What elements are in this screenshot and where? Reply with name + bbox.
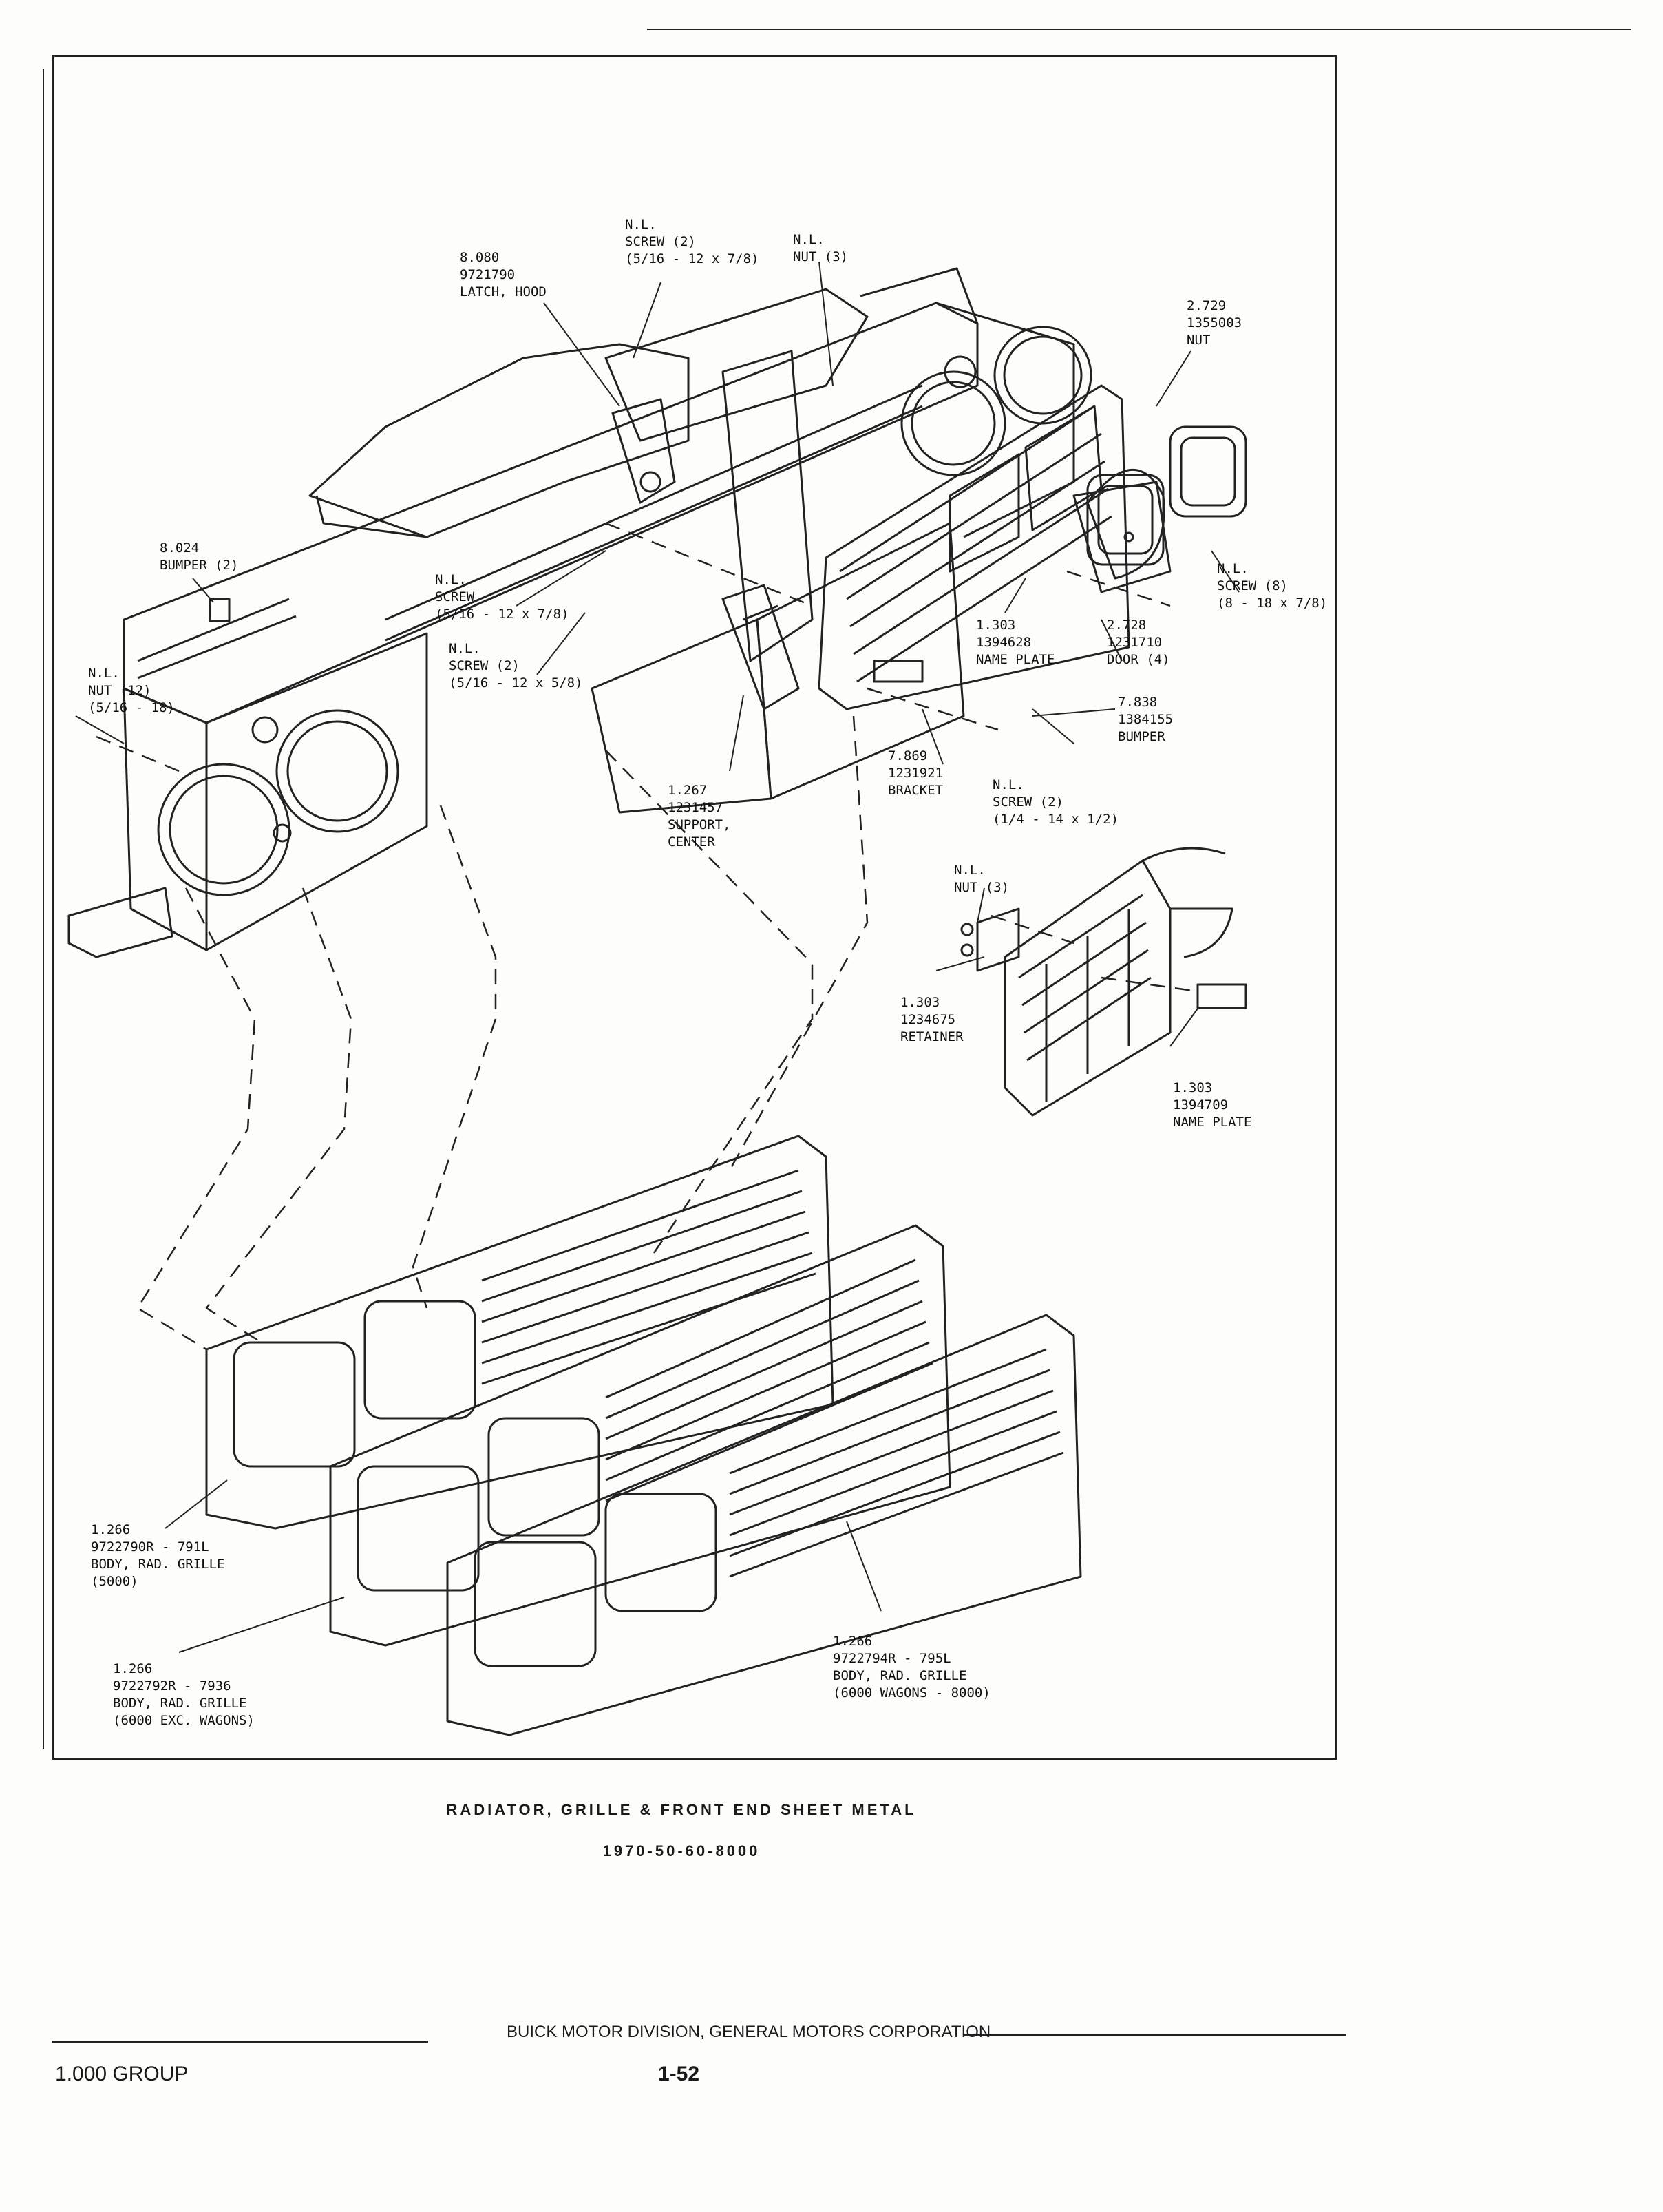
callout-nut-top: N.L.NUT (3) bbox=[793, 232, 849, 264]
callout-screw-mid2: N.L.SCREW (2)(5/16 - 12 x 5/8) bbox=[449, 641, 583, 691]
callout-nut-inset: N.L.NUT (3) bbox=[954, 863, 1010, 895]
top-rule bbox=[647, 29, 1631, 30]
radiator-support-drawing bbox=[67, 267, 1092, 958]
figure-caption-subtitle: 1970-50-60-8000 bbox=[602, 1842, 761, 1860]
footer-rule-right bbox=[964, 2034, 1346, 2036]
callout-screw-top: N.L.SCREW (2)(5/16 - 12 x 7/8) bbox=[625, 217, 759, 266]
callout-screw-bracket: N.L.SCREW (2)(1/4 - 14 x 1/2) bbox=[993, 777, 1119, 827]
alignment-dashes bbox=[96, 522, 1198, 1351]
inset-grille-drawing bbox=[960, 847, 1247, 1117]
callout-screw-right: N.L.SCREW (8)(8 - 18 x 7/8) bbox=[1217, 561, 1328, 611]
footer-page-number: 1-52 bbox=[658, 2063, 700, 2085]
upper-grille-drawing bbox=[818, 384, 1247, 710]
footer-division: BUICK MOTOR DIVISION, GENERAL MOTORS COR… bbox=[507, 2023, 991, 2041]
footer-group: 1.000 GROUP bbox=[55, 2063, 189, 2085]
callout-screw-mid1: N.L.SCREW(5/16 - 12 x 7/8) bbox=[435, 572, 569, 622]
lower-grilles-drawing bbox=[205, 1135, 1082, 1736]
left-margin-line bbox=[43, 69, 44, 1749]
figure-caption-title: RADIATOR, GRILLE & FRONT END SHEET METAL bbox=[446, 1801, 917, 1818]
footer-rule-left bbox=[52, 2041, 428, 2043]
callout-nut-left: N.L.NUT (12)(5/16 - 18) bbox=[88, 666, 175, 715]
illustration-frame bbox=[52, 55, 1337, 1760]
leader-lines bbox=[75, 261, 1240, 1653]
